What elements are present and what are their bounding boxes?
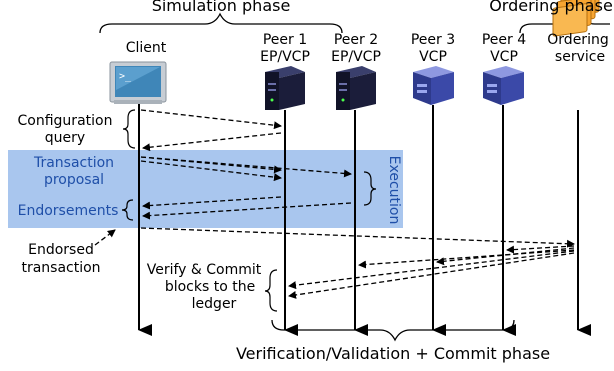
peer3-role: VCP (419, 49, 447, 65)
proposal-arrow-peer2 (140, 156, 352, 178)
verification-phase-brace (271, 319, 515, 342)
svg-text:>_: >_ (119, 71, 132, 82)
verify-commit-label-line1: Verify & Commit (147, 262, 262, 278)
client-label: Client (126, 40, 167, 56)
verify-commit-brace (264, 269, 278, 312)
monitor-icon: >_ (109, 61, 167, 104)
endorsed-tx-pointer-arrow (94, 229, 116, 246)
server-box-icon (413, 66, 454, 105)
block-to-peer1-arrow-a (288, 250, 575, 290)
config-response-arrow (142, 132, 282, 152)
execution-brace (363, 171, 377, 206)
tx-proposal-label-line1: Transaction (33, 155, 114, 171)
ordering-label-line2: service (555, 49, 605, 65)
endorsed-tx-to-ordering-arrow (140, 227, 575, 248)
endorsed-tx-label-line1: Endorsed (28, 242, 94, 258)
endorsement-arrow-peer1 (142, 196, 282, 210)
endorsed-tx-label-line2: transaction (21, 260, 100, 276)
ordering-phase-title: Ordering phase (489, 0, 613, 15)
config-query-brace (122, 109, 136, 149)
peer2-role: EP/VCP (331, 49, 381, 65)
block-to-peer4-arrow (506, 245, 575, 254)
ordering-label-line1: Ordering (547, 32, 608, 48)
verify-commit-label-line2: blocks to the (165, 279, 255, 295)
config-query-arrow (140, 109, 282, 130)
peer1-role: EP/VCP (260, 49, 310, 65)
block-to-peer2-arrow (358, 249, 575, 269)
simulation-phase-brace (99, 12, 343, 34)
peer3-name: Peer 3 (411, 32, 455, 48)
endorsement-arrow-peer2 (142, 202, 352, 220)
verification-phase-title: Verification/Validation + Commit phase (236, 344, 550, 363)
simulation-phase-title: Simulation phase (152, 0, 291, 15)
verify-commit-label-line3: ledger (192, 296, 237, 312)
execution-label: Execution (386, 156, 402, 225)
config-query-label-line1: Configuration (18, 113, 113, 129)
endorsements-label: Endorsements (18, 203, 119, 219)
server-tower-icon (336, 66, 376, 110)
server-box-icon (483, 66, 524, 105)
tx-proposal-label-line2: proposal (44, 172, 104, 188)
server-stack-icon (552, 0, 600, 37)
server-tower-icon (265, 66, 305, 110)
peer4-role: VCP (490, 49, 518, 65)
peer4-name: Peer 4 (482, 32, 526, 48)
peer1-name: Peer 1 (263, 32, 307, 48)
endorsements-brace (121, 199, 134, 221)
peer2-name: Peer 2 (334, 32, 378, 48)
block-to-peer1-arrow-b (288, 252, 575, 299)
config-query-label-line2: query (45, 130, 85, 146)
